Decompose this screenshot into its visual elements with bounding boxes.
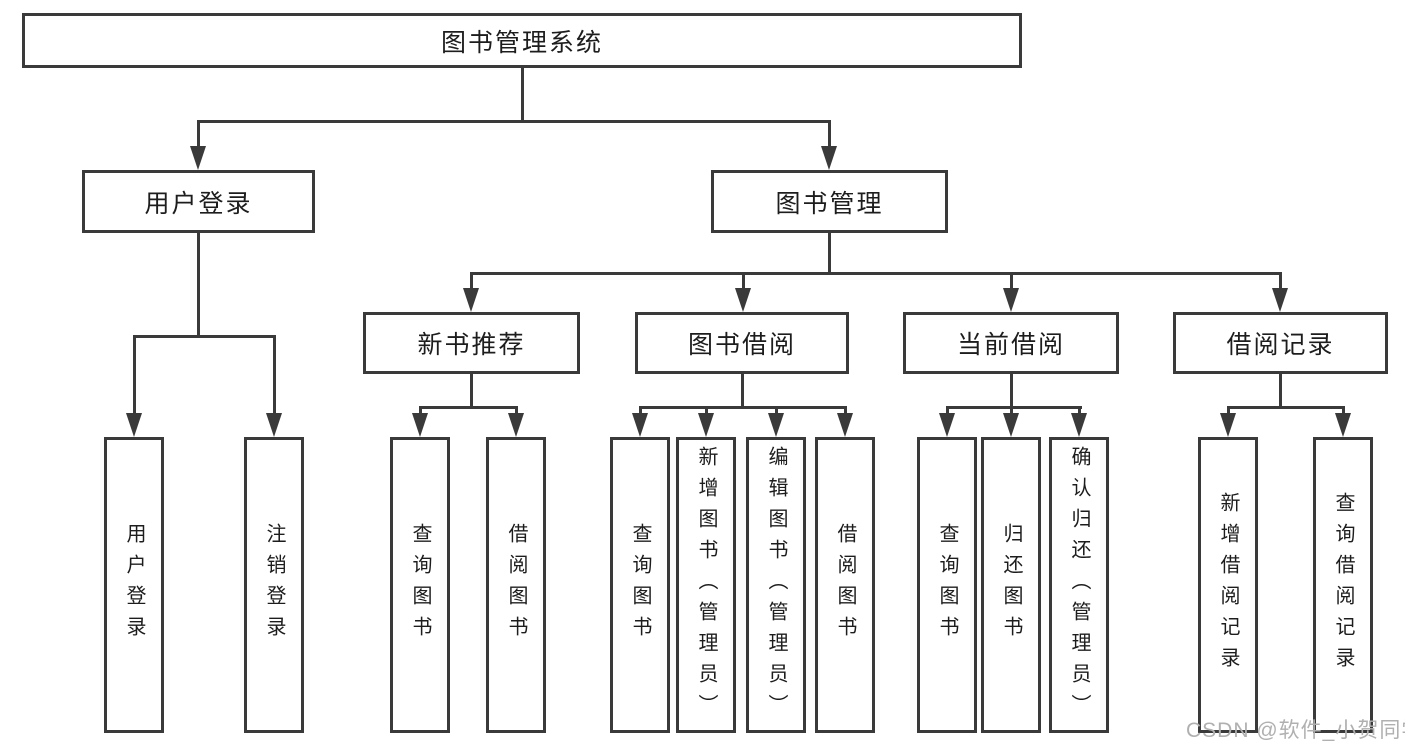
arrow-down-icon (1071, 413, 1087, 437)
connector-line (1010, 406, 1013, 416)
arrow-down-icon (1220, 413, 1236, 437)
connector-line (742, 272, 745, 292)
arrow-down-icon (821, 146, 837, 170)
leaf-query-books-current: 查询图书 (917, 437, 977, 733)
leaf-borrow-books-recommend: 借阅图书 (486, 437, 546, 733)
connector-line (133, 335, 276, 338)
arrow-down-icon (508, 413, 524, 437)
arrow-down-icon (837, 413, 853, 437)
leaf-user-login: 用户登录 (104, 437, 164, 733)
leaf-add-book-admin: 新增图书（管理员） (676, 437, 736, 733)
node-user-login: 用户登录 (82, 170, 315, 233)
connector-line (1078, 406, 1081, 416)
connector-line (1342, 406, 1345, 416)
connector-line (197, 120, 831, 123)
arrow-down-icon (1335, 413, 1351, 437)
leaf-borrow-books-borrowing: 借阅图书 (815, 437, 875, 733)
arrow-down-icon (939, 413, 955, 437)
connector-line (419, 406, 518, 409)
connector-line (705, 406, 708, 416)
node-book-management: 图书管理 (711, 170, 948, 233)
arrow-down-icon (1272, 288, 1288, 312)
arrow-down-icon (632, 413, 648, 437)
connector-line (197, 120, 200, 150)
connector-line (946, 406, 949, 416)
leaf-query-books-borrowing: 查询图书 (610, 437, 670, 733)
arrow-down-icon (190, 146, 206, 170)
node-library-management-system: 图书管理系统 (22, 13, 1022, 68)
leaf-query-borrow-record: 查询借阅记录 (1313, 437, 1373, 733)
connector-line (273, 335, 276, 417)
connector-line (741, 374, 744, 409)
connector-line (515, 406, 518, 416)
arrow-down-icon (266, 413, 282, 437)
connector-line (1010, 272, 1013, 292)
arrow-down-icon (1003, 288, 1019, 312)
leaf-logout: 注销登录 (244, 437, 304, 733)
leaf-edit-book-admin: 编辑图书（管理员） (746, 437, 806, 733)
connector-line (197, 233, 200, 338)
arrow-down-icon (735, 288, 751, 312)
arrow-down-icon (768, 413, 784, 437)
connector-line (639, 406, 847, 409)
connector-line (470, 272, 1281, 275)
node-new-book-recommendation: 新书推荐 (363, 312, 580, 374)
connector-line (419, 406, 422, 416)
connector-line (1279, 272, 1282, 292)
leaf-confirm-return-admin: 确认归还（管理员） (1049, 437, 1109, 733)
arrow-down-icon (126, 413, 142, 437)
connector-line (470, 374, 473, 409)
arrow-down-icon (698, 413, 714, 437)
connector-line (844, 406, 847, 416)
connector-line (775, 406, 778, 416)
watermark: CSDN @软件_小贺同学 (1186, 719, 1405, 742)
node-current-borrowing: 当前借阅 (903, 312, 1119, 374)
connector-line (1227, 406, 1345, 409)
connector-line (639, 406, 642, 416)
connector-line (946, 406, 1082, 409)
connector-line (1227, 406, 1230, 416)
connector-line (133, 335, 136, 417)
arrow-down-icon (412, 413, 428, 437)
connector-line (470, 272, 473, 292)
connector-line (1010, 374, 1013, 409)
connector-line (828, 233, 831, 275)
leaf-return-books: 归还图书 (981, 437, 1041, 733)
leaf-query-books-recommend: 查询图书 (390, 437, 450, 733)
node-book-borrowing: 图书借阅 (635, 312, 849, 374)
node-borrowing-records: 借阅记录 (1173, 312, 1388, 374)
connector-line (1279, 374, 1282, 409)
leaf-add-borrow-record: 新增借阅记录 (1198, 437, 1258, 733)
connector-line (828, 120, 831, 150)
connector-line (521, 68, 524, 123)
arrow-down-icon (463, 288, 479, 312)
arrow-down-icon (1003, 413, 1019, 437)
